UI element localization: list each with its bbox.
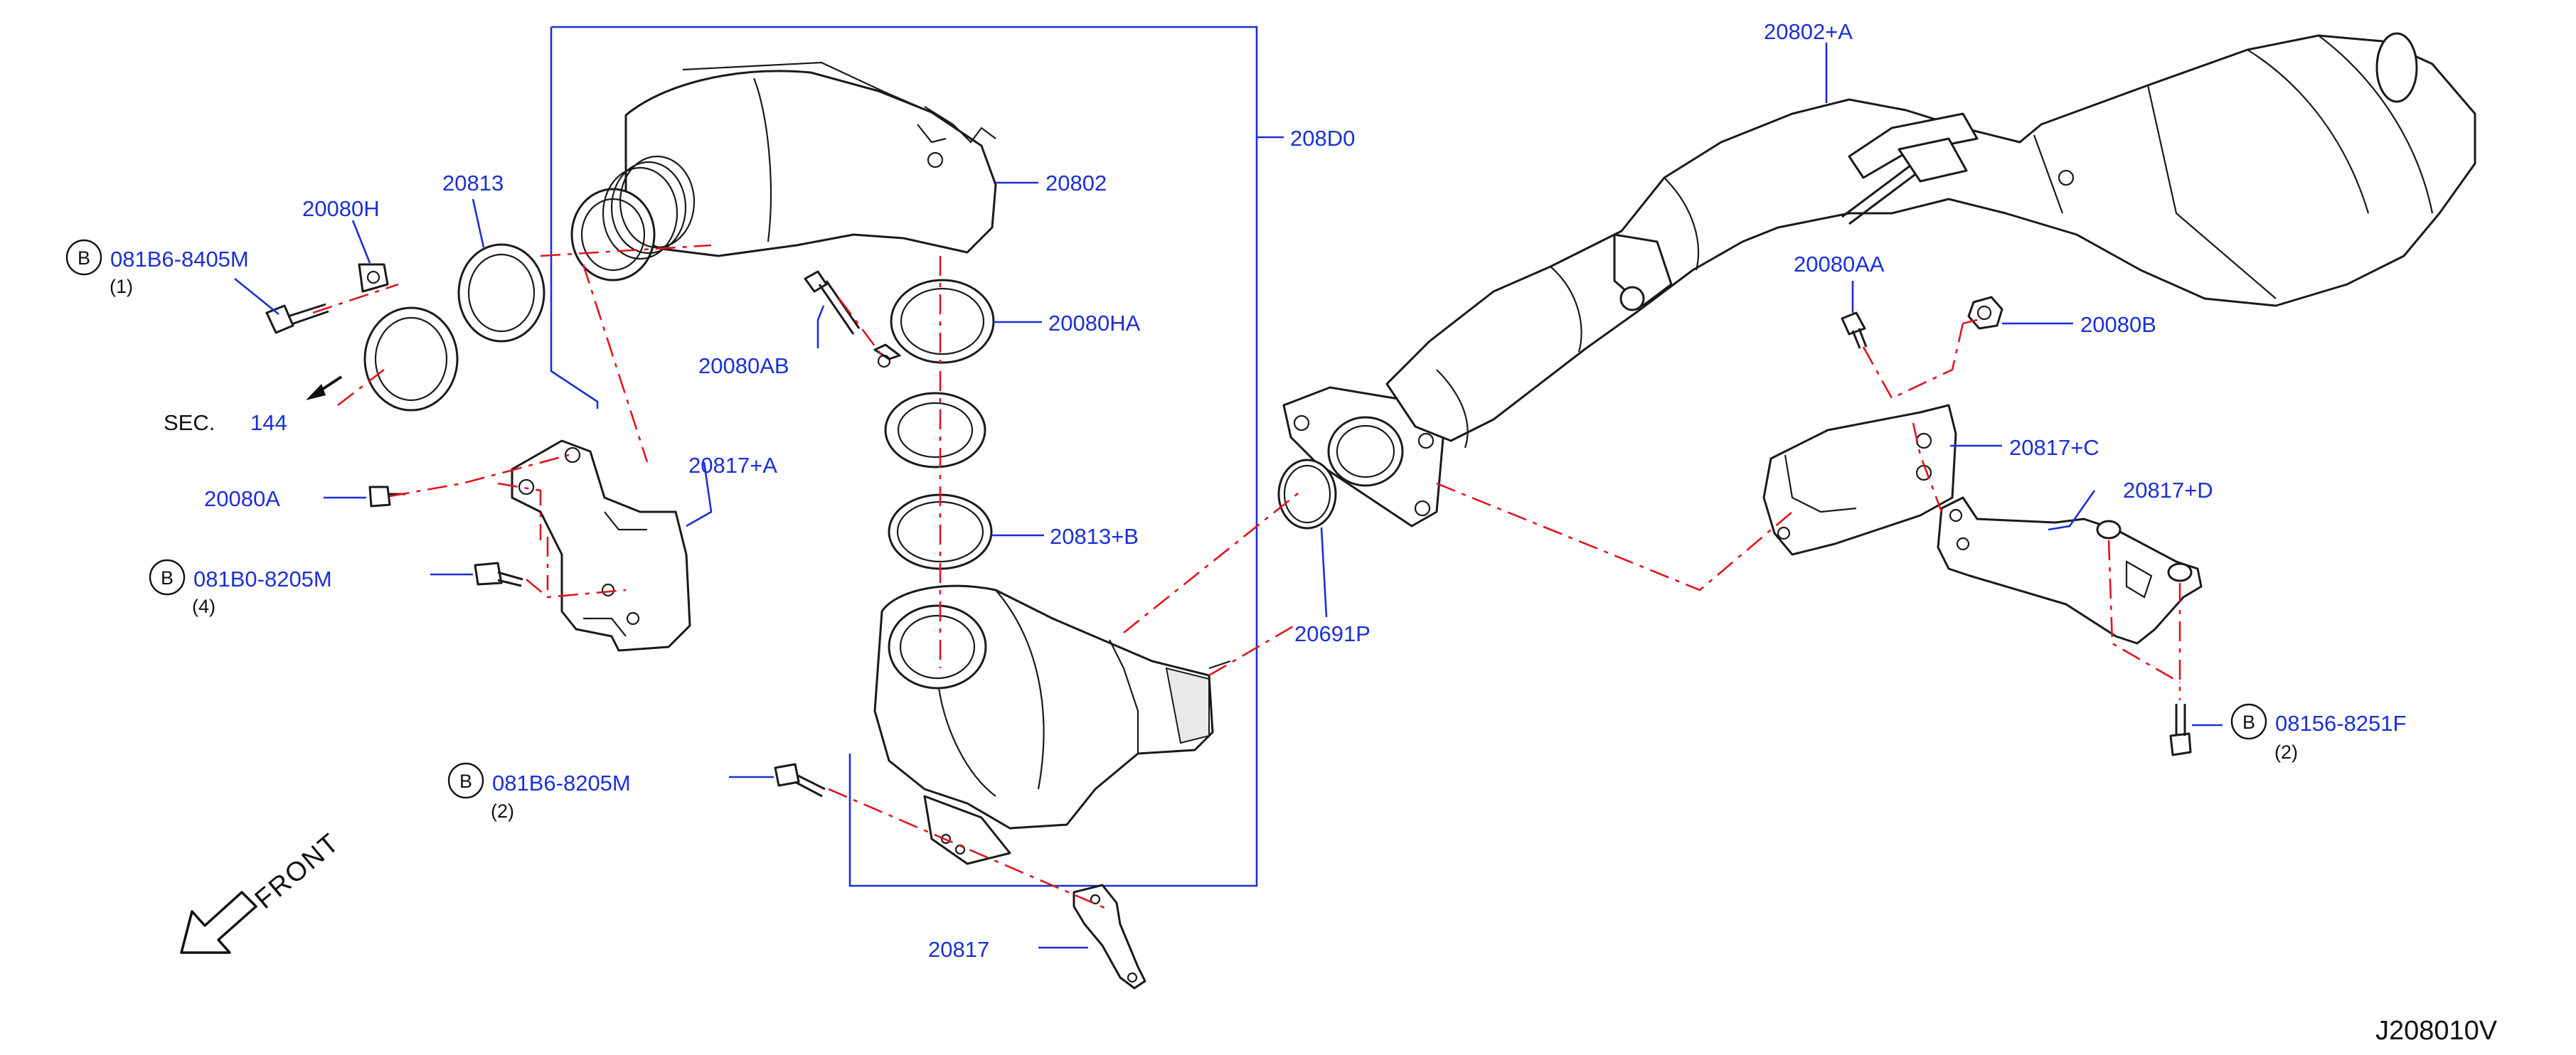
label-08156-8251f: 08156-8251F [2275,711,2406,736]
clamp-20080ha[interactable] [873,279,995,368]
rear-catalytic-converter[interactable] [873,584,1231,865]
section-reference[interactable]: SEC. 144 [164,410,287,435]
label-20080a: 20080A [204,486,280,511]
b-badge-text-4: B [2242,712,2255,733]
bolt-20080aa[interactable] [1841,311,1868,349]
label-20080ha: 20080HA [1048,311,1141,336]
label-20080ab: 20080AB [698,353,789,378]
leader-20080h [351,220,371,264]
label-081b6-8405m: 081B6-8405M [110,247,249,272]
b-badge-08156-8251f [2230,703,2267,740]
section-prefix: SEC. [164,410,215,435]
bracket-20817c[interactable] [1762,404,1957,556]
bracket-20817a[interactable] [511,439,691,652]
bolt-081b6-8405m[interactable] [265,303,329,334]
label-20802a: 20802+A [1764,19,1853,44]
b-badge-081b6-8405m [65,239,102,276]
label-20802: 20802 [1045,171,1107,196]
bolt-081b0-8205m[interactable] [474,562,523,587]
qty-081b0-8205m: (4) [192,596,215,617]
bolt-20080a[interactable] [368,486,405,508]
label-20080aa: 20080AA [1794,252,1885,277]
qty-081b6-8405m: (1) [110,276,133,297]
label-208d0: 208D0 [1290,126,1355,151]
b-badge-081b6-8205m [447,762,484,799]
b-badge-text-2: B [161,567,174,589]
label-20080h: 20080H [302,196,380,221]
gasket-20691p[interactable] [1277,459,1337,530]
label-20691p: 20691P [1294,621,1371,646]
qty-081b6-8205m: (2) [491,800,514,822]
section-arrow-icon [306,375,343,400]
leader-20817d [2048,490,2096,531]
leader-20817a [686,461,713,528]
group-box-208d0 [550,26,1258,887]
leader-081b6-8405m [234,277,280,316]
flange-pipe-inlet[interactable] [1282,386,1445,528]
b-badge-081b0-8205m [149,559,186,596]
bolt-20080ab[interactable] [804,270,861,335]
leader-20691p [1320,527,1328,618]
section-number[interactable]: 144 [250,410,287,435]
bracket-20817d[interactable] [1937,496,2203,645]
b-badge-text-3: B [459,771,472,792]
nut-20080b[interactable] [1967,296,2003,330]
label-081b0-8205m: 081B0-8205M [193,567,332,591]
label-081b6-8205m: 081B6-8205M [492,771,631,796]
bolt-081b6-8205m[interactable] [774,763,826,798]
diagram-code: J208010V [2375,1016,2498,1046]
bracket-20817[interactable] [1073,884,1146,990]
front-catalytic-converter[interactable] [570,61,997,282]
label-20817a: 20817+A [688,453,777,478]
front-label: FRONT [250,828,346,915]
front-arrow-icon [180,891,257,954]
b-badge-text-1: B [78,247,90,269]
leader-20080ab [816,305,825,348]
clamp-20080h[interactable] [358,263,459,412]
exhaust-pipe-muffler[interactable] [1385,32,2476,449]
gasket-20813[interactable] [457,243,545,343]
label-20817: 20817 [928,937,989,962]
label-20813b: 20813+B [1050,524,1139,549]
label-20817c: 20817+C [2009,435,2099,460]
gasket-middle[interactable] [884,392,986,468]
label-20813: 20813 [442,171,504,196]
bolt-08156-8251f[interactable] [2169,704,2192,756]
assembly-dash-lines [312,244,2181,911]
label-20817d: 20817+D [2123,478,2213,503]
leader-20813 [472,198,485,248]
label-20080b: 20080B [2080,312,2156,337]
qty-08156-8251f: (2) [2274,741,2298,763]
